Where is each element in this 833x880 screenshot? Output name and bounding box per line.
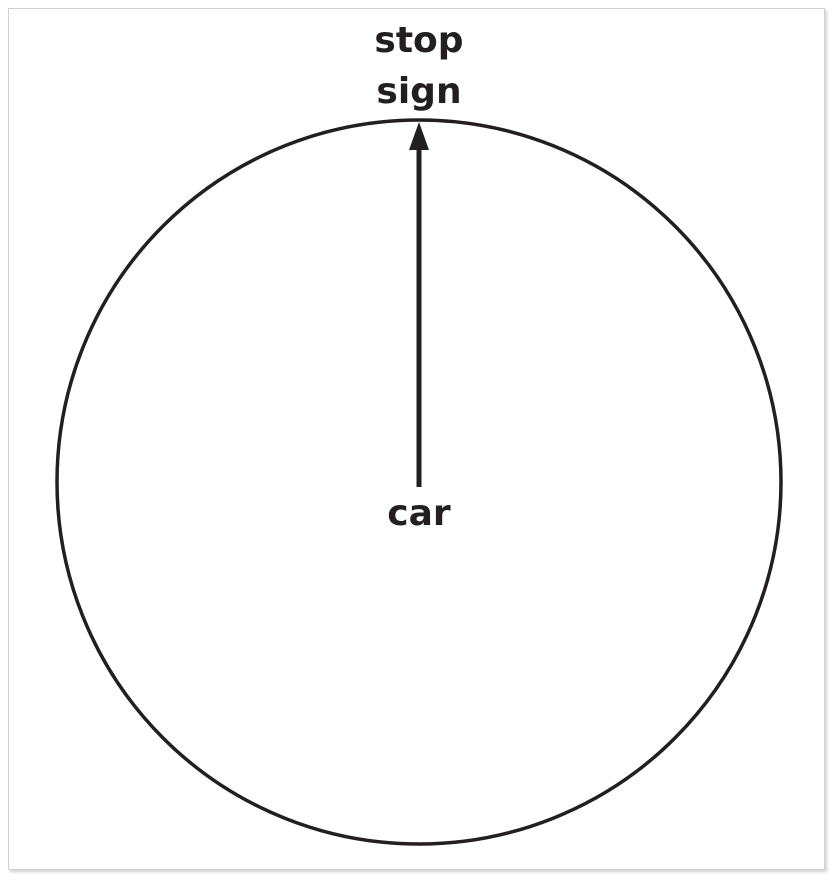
arrowhead-icon xyxy=(409,122,429,150)
car-label: car xyxy=(387,493,451,534)
circle-outline xyxy=(55,118,783,846)
stop-sign-label-line1: stop xyxy=(374,20,463,61)
stop-sign-label-line2: sign xyxy=(376,71,461,112)
